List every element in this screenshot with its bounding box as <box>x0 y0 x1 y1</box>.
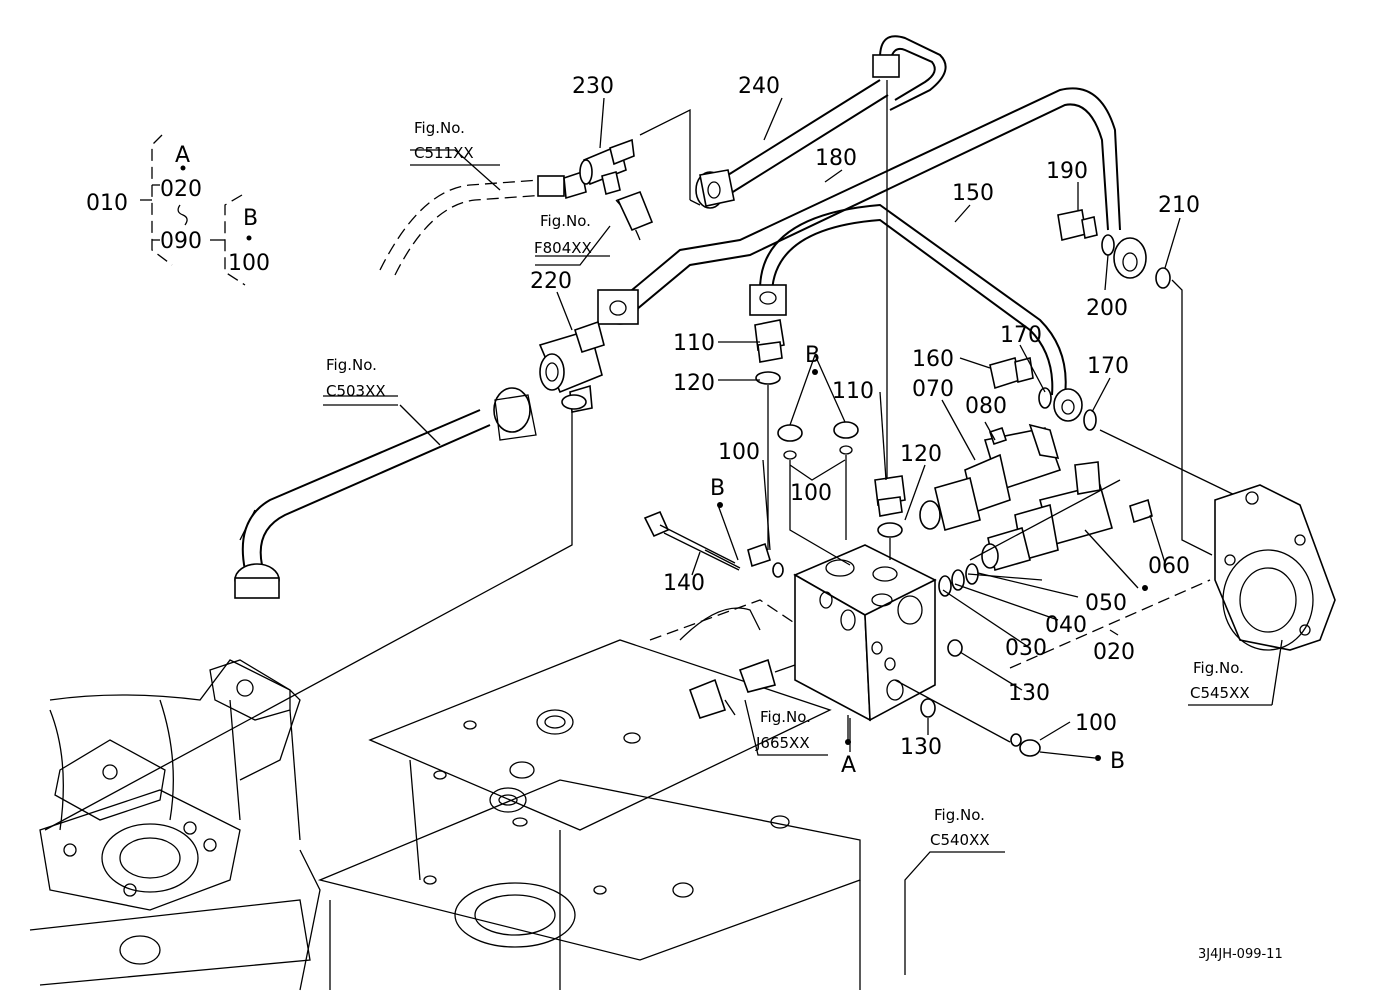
fig-ref-f804-title: Fig.No. <box>540 212 591 230</box>
solenoid-valve-070 <box>919 423 1062 531</box>
label-130-lower: 130 <box>900 735 942 760</box>
fittings-upper-right <box>989 209 1246 556</box>
label-120-left: 120 <box>673 371 715 396</box>
label-110-left: 110 <box>673 331 715 356</box>
fig-ref-f804-code: F804XX <box>534 239 592 257</box>
label-160: 160 <box>912 347 954 372</box>
section-label-b-left: B <box>710 476 725 501</box>
fig-ref-j665-code: J665XX <box>755 734 810 752</box>
pipe-240 <box>689 79 889 209</box>
label-130-upper: 130 <box>1008 681 1050 706</box>
fig-ref-c511-title: Fig.No. <box>414 119 465 137</box>
label-170-lower: 170 <box>1087 354 1129 379</box>
orings-030-040-050 <box>938 479 1211 669</box>
label-200: 200 <box>1086 296 1128 321</box>
main-case-block <box>317 599 861 990</box>
section-labels: A B B B A B <box>175 143 1125 778</box>
transmission-housing <box>29 659 321 991</box>
section-label-a-block: A <box>841 753 856 778</box>
label-120-right: 120 <box>900 442 942 467</box>
label-080: 080 <box>965 394 1007 419</box>
bolt-140 <box>643 510 741 571</box>
flange-c545 <box>1214 484 1336 651</box>
label-150: 150 <box>952 181 994 206</box>
label-230: 230 <box>572 74 614 99</box>
label-100-mid: 100 <box>790 481 832 506</box>
label-050: 050 <box>1085 591 1127 616</box>
fig-ref-c503-title: Fig.No. <box>326 356 377 374</box>
fittings-110-120 <box>754 319 906 560</box>
label-110-right: 110 <box>832 379 874 404</box>
plugs-and-orings <box>747 421 1041 757</box>
label-170-upper: 170 <box>1000 323 1042 348</box>
fittings-j665 <box>688 658 796 719</box>
label-210: 210 <box>1158 193 1200 218</box>
label-100-lower: 100 <box>1075 711 1117 736</box>
fig-ref-c545-code: C545XX <box>1190 684 1250 702</box>
fig-ref-c511-code: C511XX <box>414 144 474 162</box>
part-number-labels: 010 020 090 100 230 240 180 150 190 210 … <box>86 74 1200 760</box>
label-240: 240 <box>738 74 780 99</box>
part-group-bracket <box>140 134 252 286</box>
label-020-group: 020 <box>160 177 202 202</box>
section-label-a-group: A <box>175 143 190 168</box>
fig-ref-c540-title: Fig.No. <box>934 806 985 824</box>
fig-ref-c503-code: C503XX <box>326 382 386 400</box>
label-060: 060 <box>1148 554 1190 579</box>
fitting-230 <box>579 108 691 241</box>
section-label-b-right: B <box>1110 749 1125 774</box>
label-070: 070 <box>912 377 954 402</box>
pipe-c503 <box>234 387 537 599</box>
fig-ref-j665-title: Fig.No. <box>760 708 811 726</box>
label-220: 220 <box>530 269 572 294</box>
figure-references: Fig.No. C511XX Fig.No. F804XX Fig.No. C5… <box>326 119 1250 849</box>
fig-ref-c540-code: C540XX <box>930 831 990 849</box>
diagram-code: 3J4JH-099-11 <box>1198 947 1283 962</box>
label-140: 140 <box>663 571 705 596</box>
section-label-b-upper: B <box>805 343 820 368</box>
label-030: 030 <box>1005 636 1047 661</box>
label-190: 190 <box>1046 159 1088 184</box>
reference-dots <box>717 369 1148 761</box>
label-040: 040 <box>1045 613 1087 638</box>
pipe-180 <box>597 87 1147 325</box>
section-label-b-group: B <box>243 206 258 231</box>
valve-block <box>793 544 937 740</box>
label-100-upper: 100 <box>718 440 760 465</box>
label-020: 020 <box>1093 640 1135 665</box>
pipe-150 <box>749 203 1083 422</box>
label-180: 180 <box>815 146 857 171</box>
leader-lines <box>323 97 1283 975</box>
fig-ref-c545-title: Fig.No. <box>1193 659 1244 677</box>
label-010: 010 <box>86 191 128 216</box>
pipe-top-loop <box>872 35 947 480</box>
label-100-group: 100 <box>228 251 270 276</box>
elbow-fitting-220 <box>44 320 605 831</box>
label-090: 090 <box>160 229 202 254</box>
